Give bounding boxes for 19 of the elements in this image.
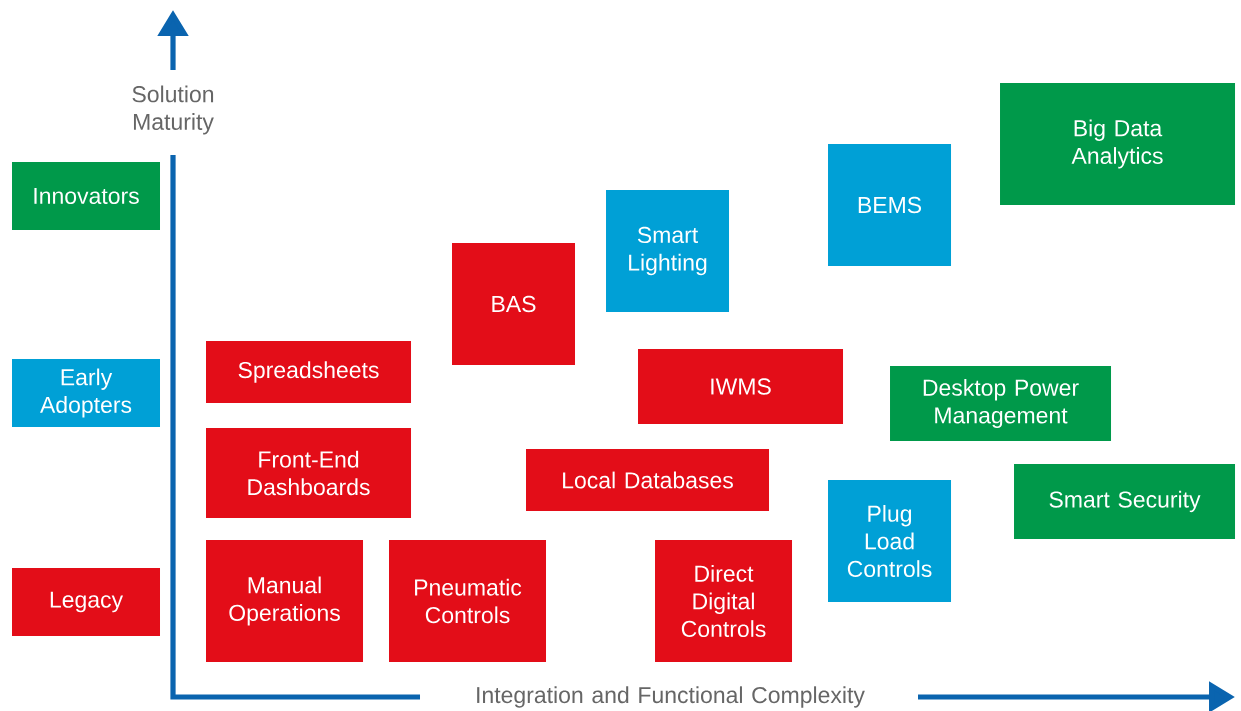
category-box: Big Data Analytics xyxy=(1000,83,1235,205)
axis-label: Integration and Functional Complexity xyxy=(477,686,865,708)
category-box: Pneumatic Controls xyxy=(389,540,546,662)
category-box: Direct Digital Controls xyxy=(655,540,792,662)
category-box: Legacy xyxy=(12,568,160,636)
category-box: Spreadsheets xyxy=(206,341,411,403)
category-box: Smart Lighting xyxy=(606,190,729,312)
category-box: Plug Load Controls xyxy=(828,480,951,602)
category-box: Innovators xyxy=(12,162,160,230)
category-box: BAS xyxy=(452,243,575,365)
category-box: Front-End Dashboards xyxy=(206,428,411,518)
category-box: Manual Operations xyxy=(206,540,363,662)
category-box: Local Databases xyxy=(526,449,769,511)
category-box: Early Adopters xyxy=(12,359,160,427)
axis-label: Solution Maturity xyxy=(132,85,214,135)
category-box: Desktop Power Management xyxy=(890,366,1111,441)
category-box: BEMS xyxy=(828,144,951,266)
category-box: IWMS xyxy=(638,349,843,424)
category-box: Smart Security xyxy=(1014,464,1235,539)
